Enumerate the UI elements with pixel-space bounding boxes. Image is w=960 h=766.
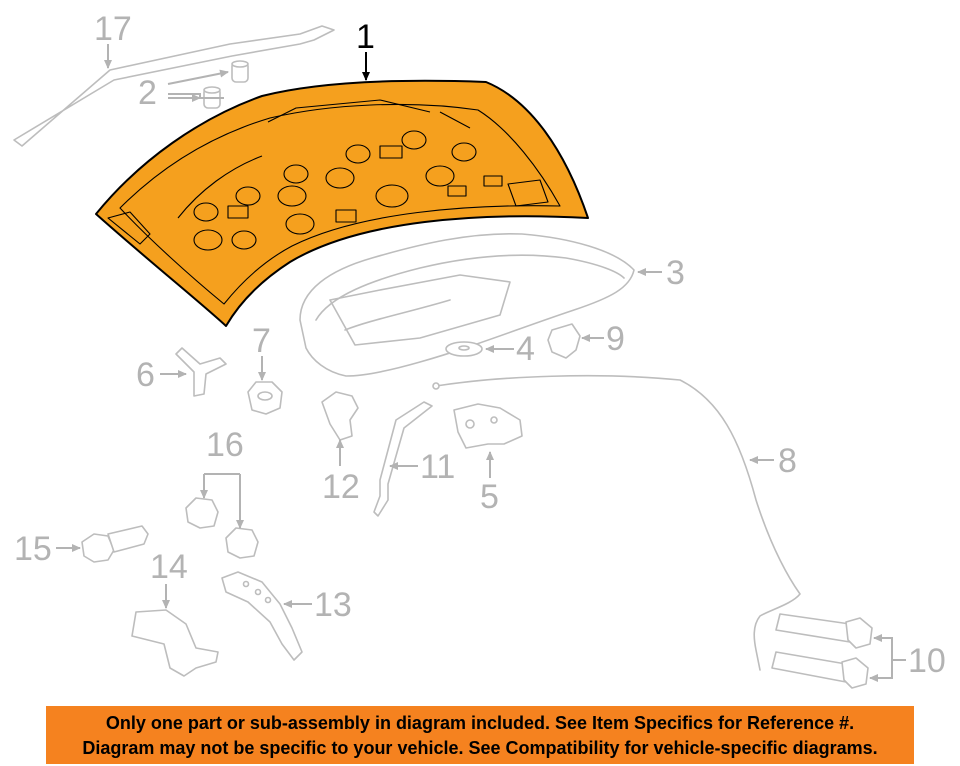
callout-17: 17 [94,10,132,48]
disclaimer-line-2: Diagram may not be specific to your vehi… [82,738,878,758]
callout-9: 9 [606,320,625,358]
callout-3: 3 [666,254,685,292]
leader-2a [167,69,229,85]
bumper-part [203,60,249,109]
hinge-part [221,571,303,661]
bolt-part [771,613,873,689]
pad-part [445,341,483,357]
prop-rod-part [373,401,433,517]
callout-10: 10 [908,642,946,680]
callout-2: 2 [138,74,157,112]
bolt-part [81,525,149,563]
callout-12: 12 [322,468,360,506]
cable-part [432,374,801,671]
hinge-bracket-part [131,609,219,677]
weatherstrip-part [13,25,335,147]
nut-part [185,497,259,559]
insulator-part [299,232,635,377]
nut-part [247,381,283,415]
callout-6: 6 [136,356,155,394]
callout-5: 5 [480,478,499,516]
hood-part [95,79,589,327]
callout-1: 1 [356,18,375,56]
callout-15: 15 [14,530,52,568]
bracket-part [175,347,227,397]
leader-10a [873,634,906,661]
callout-8: 8 [778,442,797,480]
disclaimer-banner: Only one part or sub-assembly in diagram… [46,706,914,764]
callout-14: 14 [150,548,188,586]
clip-part [547,323,581,359]
callout-4: 4 [516,330,535,368]
callout-16: 16 [206,426,244,464]
latch-part [453,403,523,449]
callout-11: 11 [420,448,455,486]
disclaimer-line-1: Only one part or sub-assembly in diagram… [105,713,855,733]
callout-7: 7 [252,322,271,360]
callout-13: 13 [314,586,352,624]
latch-clip-part [321,391,359,441]
leader-10b [869,660,893,682]
